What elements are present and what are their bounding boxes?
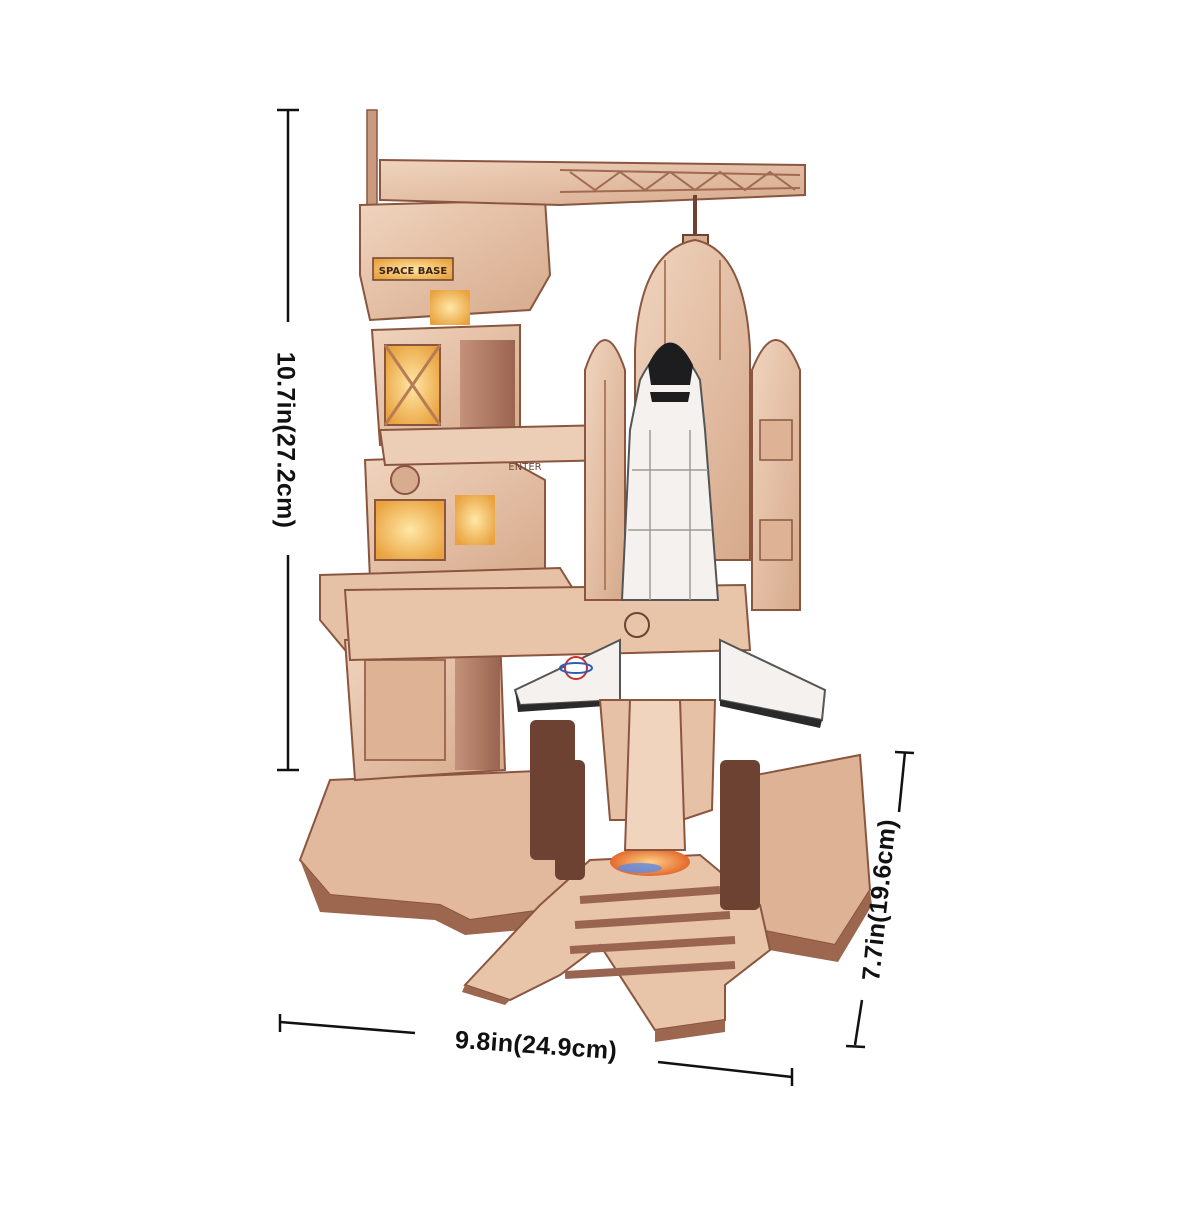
booster-right (751, 339, 801, 611)
launch-pad-base (298, 720, 872, 1042)
tower-sign-panel (372, 257, 454, 281)
bridge-sign: ENTER (508, 462, 541, 473)
height-dimension-label: 10.7in(27.2cm) (271, 351, 300, 529)
gear-track-right (720, 760, 760, 910)
gear-track-left (530, 720, 585, 880)
booster-left (584, 339, 626, 601)
crane-arm (379, 158, 806, 256)
width-dimension-line (278, 1014, 794, 1086)
height-dimension-line (277, 108, 299, 772)
depth-dimension-line (845, 750, 915, 1049)
tower-sign: SPACE BASE (379, 266, 448, 277)
space-shuttle (513, 342, 827, 851)
